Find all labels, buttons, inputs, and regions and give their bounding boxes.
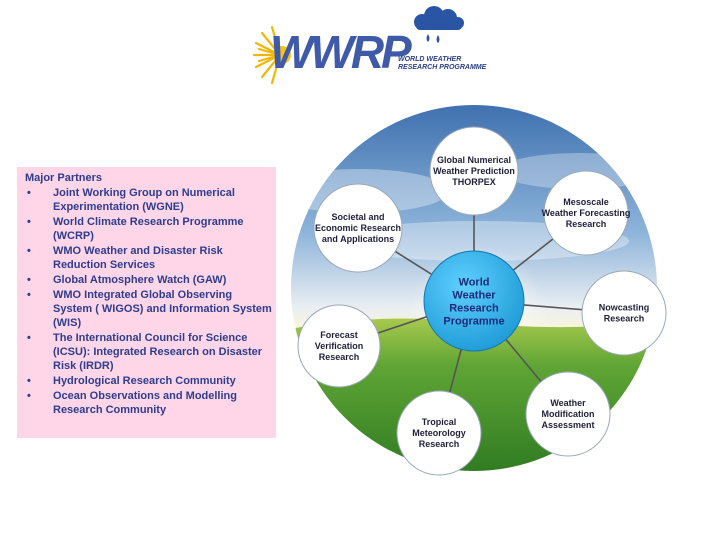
- rain-cloud-icon: [414, 6, 464, 43]
- node-label: Mesoscale: [563, 197, 609, 207]
- partners-title: Major Partners: [25, 172, 103, 184]
- partner-item: Joint Working Group on Numerical Experim…: [25, 186, 276, 214]
- partner-item: WMO Weather and Disaster Risk Reduction …: [25, 244, 276, 272]
- partner-item: WMO Integrated Global Observing System (…: [25, 288, 276, 330]
- node-label: Meteorology: [412, 428, 466, 438]
- node-label: Tropical: [422, 417, 457, 427]
- partner-item: The International Council for Science (I…: [25, 331, 276, 373]
- sun-icon: [252, 25, 291, 85]
- node-label: Nowcasting: [599, 303, 650, 313]
- node-label: Verification: [315, 341, 364, 351]
- partner-item: Global Atmosphere Watch (GAW): [25, 273, 276, 287]
- node-circle: [297, 304, 381, 388]
- node-label: Assessment: [541, 420, 594, 430]
- hub-circle: [423, 250, 525, 352]
- node-label: Weather Forecasting: [542, 208, 631, 218]
- node-label: Research: [319, 352, 360, 362]
- hub-label: Weather: [452, 290, 496, 302]
- node-label: Economic Research: [315, 223, 401, 233]
- logo-subtitle: WORLD WEATHER RESEARCH PROGRAMME: [398, 56, 487, 71]
- node-label: Research: [419, 439, 460, 449]
- hub-label: World: [459, 277, 490, 289]
- hub-label: Programme: [443, 316, 504, 328]
- hub-label: Research: [449, 303, 499, 315]
- node-label: Global Numerical: [437, 155, 511, 165]
- logo-wordmark: WWRP: [270, 26, 412, 78]
- partners-list: Joint Working Group on Numerical Experim…: [25, 186, 276, 417]
- node-circle: [581, 270, 667, 356]
- node-label: Forecast: [320, 330, 358, 340]
- node-label: THORPEX: [452, 177, 496, 187]
- node-label: Research: [566, 219, 607, 229]
- major-partners-panel: Major Partners Joint Working Group on Nu…: [17, 167, 276, 438]
- node-circle: [543, 170, 629, 256]
- node-label: Modification: [542, 409, 595, 419]
- node-circle: [396, 390, 482, 476]
- partner-item: Ocean Observations and Modelling Researc…: [25, 389, 276, 417]
- node-circle: [313, 183, 403, 273]
- node-label: Societal and: [331, 212, 384, 222]
- node-circle: [429, 126, 519, 216]
- node-label: and Applications: [322, 234, 394, 244]
- wwrp-logo: WWRP WORLD WEATHER RESEARCH PROGRAMME: [250, 5, 500, 85]
- partner-item: World Climate Research Programme (WCRP): [25, 215, 276, 243]
- node-label: Weather Prediction: [433, 166, 515, 176]
- node-label: Weather: [550, 398, 586, 408]
- partner-item: Hydrological Research Community: [25, 374, 276, 388]
- node-circle: [525, 371, 611, 457]
- node-label: Research: [604, 314, 645, 324]
